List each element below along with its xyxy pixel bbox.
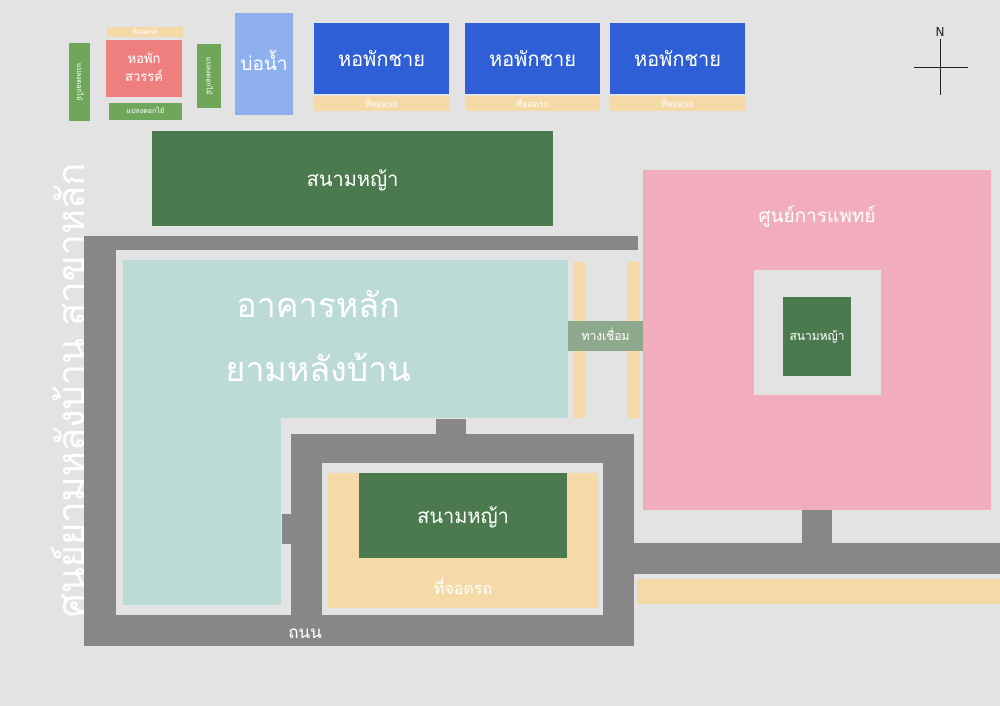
parking-label: ที่จอดรถ xyxy=(661,99,694,110)
main-building-label-line1: อาคารหลัก xyxy=(236,286,400,326)
parking-lot-center-inner xyxy=(359,563,567,568)
main-building-lower xyxy=(123,417,281,605)
lawn-top: สนามหญ้า xyxy=(152,131,553,226)
parking-strip-dorm-3: ที่จอดรถ xyxy=(610,96,745,111)
flower-bed-right: แปลงดอกไม้ xyxy=(197,44,221,108)
parking-strip-sawan: ที่จอดรถ xyxy=(107,27,183,37)
parking-strip-dorm-1: ที่จอดรถ xyxy=(314,96,449,111)
compass: N xyxy=(910,25,970,97)
road-left xyxy=(84,236,116,646)
road-inner-left xyxy=(291,434,322,646)
parking-label: ที่จอดรถ xyxy=(365,99,398,110)
lawn-medical: สนามหญ้า xyxy=(783,297,851,376)
road-top xyxy=(84,236,638,250)
road-bottom xyxy=(84,615,634,646)
dorm-men-3: หอพักชาย xyxy=(610,23,745,94)
compass-horizontal-line xyxy=(914,67,968,68)
flower-bed-label: แปลงดอกไม้ xyxy=(204,57,213,95)
flower-bed-label: แปลงดอกไม้ xyxy=(126,107,165,115)
dorm-sawan: หอพัก สวรรค์ xyxy=(106,40,182,97)
dorm-men-2: หอพักชาย xyxy=(465,23,600,94)
main-building-label-line2: ยามหลังบ้าน xyxy=(225,350,411,390)
road-east xyxy=(634,543,1000,574)
parking-label: ที่จอดรถ xyxy=(132,27,158,36)
parking-label: ที่จอดรถ xyxy=(516,99,549,110)
flower-bed-left: แปลงดอกไม้ xyxy=(69,43,90,121)
road-label: ถนน xyxy=(288,623,322,643)
parking-strip-east xyxy=(637,579,1000,604)
lawn-center: สนามหญ้า xyxy=(359,473,567,558)
road-connector-medical xyxy=(802,509,832,545)
road-connector-main xyxy=(436,419,466,437)
road-inner-top xyxy=(291,434,634,463)
road-inner-right xyxy=(603,434,634,646)
flower-bed-label: แปลงดอกไม้ xyxy=(75,63,83,101)
compass-north-label: N xyxy=(935,25,945,39)
dorm-men-1: หอพักชาย xyxy=(314,23,449,94)
road-connector-left xyxy=(282,514,294,544)
walkway: ทางเชื่อม xyxy=(568,321,643,351)
parking-lot-center-label: ที่จอดรถ xyxy=(433,579,493,598)
pond: บ่อน้ำ xyxy=(235,13,293,115)
main-building-upper xyxy=(123,260,568,418)
medical-center-label: ศูนย์การแพทย์ xyxy=(758,205,876,227)
parking-strip-dorm-2: ที่จอดรถ xyxy=(465,96,600,111)
flower-bed-bottom: แปลงดอกไม้ xyxy=(109,103,182,120)
